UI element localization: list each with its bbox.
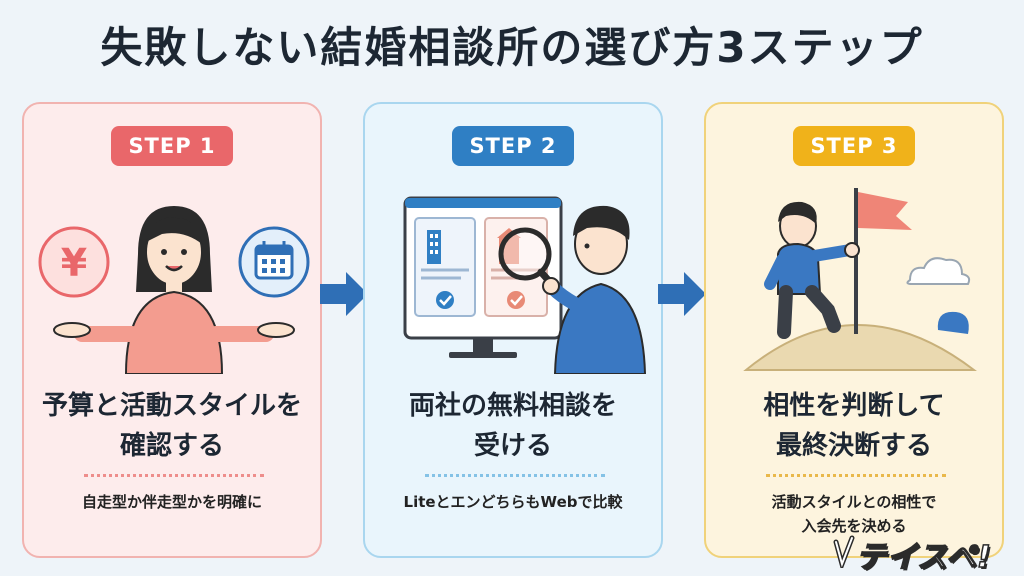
- cloud-icon: [906, 257, 971, 285]
- step-card-3: STEP 3 相性を判断して 最終決断する 活動スタイルとの相性で 入会先を決め…: [704, 102, 1004, 558]
- step2-description: LiteとエンどちらもWebで比較: [365, 490, 661, 514]
- dotted-divider: [766, 474, 946, 477]
- climber-figure: [764, 201, 860, 339]
- step3-illustration: [743, 188, 977, 371]
- yen-icon: ¥: [38, 226, 110, 298]
- step1-heading: 予算と活動スタイルを 確認する: [24, 386, 320, 466]
- man-figure: [542, 205, 647, 374]
- step1-illustration: ¥: [38, 206, 310, 374]
- step3-description-line2: 入会先を決める: [801, 517, 907, 535]
- step1-heading-line1: 予算と活動スタイルを: [41, 391, 302, 421]
- arrow-right-icon: [658, 272, 706, 316]
- step1-description-line1: 自走型か伴走型かを明確に: [81, 493, 262, 511]
- brand-logo: テイスペ!: [855, 539, 992, 576]
- dotted-divider: [84, 474, 264, 477]
- step2-illustration: [403, 196, 647, 374]
- step3-description-line1: 活動スタイルとの相性で: [771, 493, 937, 511]
- arrow-right-icon: [320, 272, 368, 316]
- woman-figure: [53, 206, 295, 374]
- dotted-divider: [425, 474, 605, 477]
- step1-heading-line2: 確認する: [119, 431, 224, 461]
- page-title: 失敗しない結婚相談所の選び方3ステップ: [100, 23, 924, 72]
- flag-icon: [854, 188, 912, 334]
- logo-check-icon: [833, 535, 855, 568]
- step2-heading-line1: 両社の無料相談を: [408, 391, 617, 421]
- step3-heading: 相性を判断して 最終決断する: [706, 386, 1002, 466]
- step3-heading-line2: 最終決断する: [775, 431, 932, 461]
- step-card-2: STEP 2: [363, 102, 663, 558]
- step2-heading: 両社の無料相談を 受ける: [365, 386, 661, 466]
- step-card-1: STEP 1 ¥: [22, 102, 322, 558]
- step-badge-2: STEP 2: [452, 126, 574, 166]
- yen-symbol: ¥: [61, 241, 87, 285]
- step3-description: 活動スタイルとの相性で 入会先を決める: [706, 490, 1002, 538]
- step3-heading-line1: 相性を判断して: [763, 391, 945, 421]
- calendar-icon: [238, 226, 310, 298]
- step2-description-line1: LiteとエンどちらもWebで比較: [403, 493, 623, 511]
- step2-heading-line2: 受ける: [473, 431, 552, 461]
- step-badge-3: STEP 3: [793, 126, 915, 166]
- monitor-icon: [403, 196, 563, 358]
- step-badge-1: STEP 1: [111, 126, 233, 166]
- step1-description: 自走型か伴走型かを明確に: [24, 490, 320, 514]
